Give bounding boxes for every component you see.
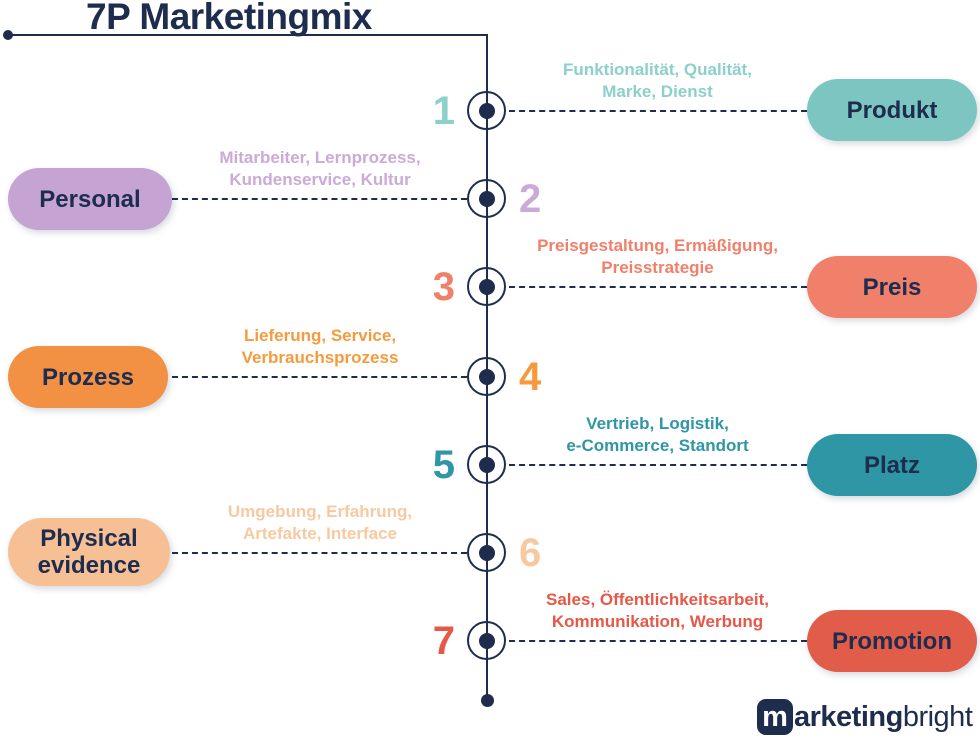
row-number-5: 5 bbox=[432, 443, 455, 487]
row-number-4: 4 bbox=[519, 355, 542, 399]
connector-dash-3 bbox=[509, 286, 807, 288]
description-line: Kundenservice, Kultur bbox=[229, 170, 411, 189]
node-dot-5 bbox=[479, 457, 495, 473]
pill-physical-evidence: Physical evidence bbox=[8, 518, 170, 586]
connector-dash-6 bbox=[172, 552, 467, 554]
timeline-start-dot bbox=[3, 30, 13, 40]
node-dot-3 bbox=[479, 279, 495, 295]
pill-label: Preis bbox=[862, 273, 922, 301]
description-line: Mitarbeiter, Lernprozess, bbox=[219, 148, 421, 167]
description-line: Funktionalität, Qualität, bbox=[563, 60, 752, 79]
connector-dash-1 bbox=[509, 110, 807, 112]
node-dot-2 bbox=[479, 191, 495, 207]
pill-produkt: Produkt bbox=[807, 79, 977, 141]
description-line: Umgebung, Erfahrung, bbox=[227, 502, 413, 521]
row-number-3: 3 bbox=[432, 265, 455, 309]
description-line: Artefakte, Interface bbox=[242, 524, 397, 543]
description-line: Preisstrategie bbox=[601, 258, 714, 277]
row-description-5: Vertrieb, Logistik, e-Commerce, Standort bbox=[505, 413, 810, 457]
pill-label: Prozess bbox=[41, 363, 135, 391]
pill-preis: Preis bbox=[807, 256, 977, 318]
page-title: 7P Marketingmix bbox=[86, 0, 372, 37]
description-line: Kommunikation, Werbung bbox=[551, 612, 764, 631]
row-description-6: Umgebung, Erfahrung, Artefakte, Interfac… bbox=[170, 501, 470, 545]
description-line: Lieferung, Service, bbox=[243, 326, 397, 345]
logo-bold-text: arketing bbox=[794, 700, 903, 733]
node-ring-3 bbox=[467, 267, 506, 306]
pill-label: Produkt bbox=[846, 96, 938, 124]
node-dot-4 bbox=[479, 369, 495, 385]
description-line: e-Commerce, Standort bbox=[566, 436, 749, 455]
logo-light-text: bright bbox=[902, 700, 973, 733]
pill-platz: Platz bbox=[807, 434, 977, 496]
node-ring-6 bbox=[467, 533, 506, 572]
row-number-1: 1 bbox=[432, 89, 455, 133]
node-ring-1 bbox=[467, 91, 506, 130]
logo-m-letter: m bbox=[762, 700, 788, 733]
node-dot-1 bbox=[479, 103, 495, 119]
marketingbright-logo: m arketing bright bbox=[757, 699, 973, 735]
connector-dash-4 bbox=[172, 376, 467, 378]
pill-promotion: Promotion bbox=[807, 610, 977, 672]
node-ring-4 bbox=[467, 357, 506, 396]
pill-label: Personal bbox=[39, 185, 141, 213]
timeline-end-dot bbox=[481, 694, 494, 707]
row-number-2: 2 bbox=[519, 177, 542, 221]
pill-label: Platz bbox=[863, 451, 920, 479]
description-line: Sales, Öffentlichkeitsarbeit, bbox=[546, 590, 769, 609]
node-ring-2 bbox=[467, 179, 506, 218]
row-description-7: Sales, Öffentlichkeitsarbeit, Kommunikat… bbox=[505, 589, 810, 633]
description-line: Verbrauchsprozess bbox=[241, 348, 399, 367]
node-ring-7 bbox=[467, 621, 506, 660]
node-dot-7 bbox=[479, 633, 495, 649]
pill-label: Physical evidence bbox=[37, 525, 141, 579]
timeline-horizontal-line bbox=[9, 34, 488, 36]
connector-dash-7 bbox=[509, 640, 807, 642]
pill-label: Promotion bbox=[832, 627, 952, 655]
row-description-1: Funktionalität, Qualität, Marke, Dienst bbox=[505, 59, 810, 103]
logo-m-box: m bbox=[757, 699, 793, 735]
connector-dash-5 bbox=[509, 464, 807, 466]
pill-personal: Personal bbox=[8, 168, 172, 230]
node-dot-6 bbox=[479, 545, 495, 561]
node-ring-5 bbox=[467, 445, 506, 484]
row-description-2: Mitarbeiter, Lernprozess, Kundenservice,… bbox=[170, 147, 470, 191]
description-line: Vertrieb, Logistik, bbox=[586, 414, 729, 433]
description-line: Marke, Dienst bbox=[602, 82, 713, 101]
row-description-3: Preisgestaltung, Ermäßigung, Preisstrate… bbox=[505, 235, 810, 279]
row-number-7: 7 bbox=[432, 619, 455, 663]
description-line: Preisgestaltung, Ermäßigung, bbox=[537, 236, 778, 255]
row-description-4: Lieferung, Service, Verbrauchsprozess bbox=[170, 325, 470, 369]
pill-prozess: Prozess bbox=[8, 346, 168, 408]
row-number-6: 6 bbox=[519, 531, 542, 575]
connector-dash-2 bbox=[172, 198, 467, 200]
